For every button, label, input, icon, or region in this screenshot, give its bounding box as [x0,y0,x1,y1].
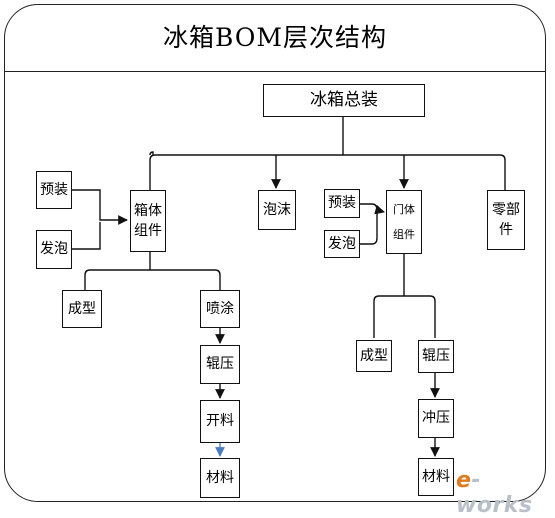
edge-fapao-left [72,222,101,250]
eworks-watermark-logo: e-works [456,468,555,518]
node-chengxing-right: 成型 [356,340,392,372]
edge-xiangti-bus [84,252,221,290]
diagram-title: 冰箱BOM层次结构 [163,23,387,52]
edge-menti-bus [373,254,436,338]
node-paomo: 泡沫 [258,190,296,230]
edge-yuzhuang-left [72,189,128,225]
node-gunya-left: 辊压 [200,345,240,384]
node-cailiao-left: 材料 [200,458,240,498]
node-chengxing-left: 成型 [62,290,102,328]
node-cailiao-right: 材料 [418,458,454,496]
node-lingbujian: 零部 件 [487,190,525,250]
edge-yuzhuang-right [360,203,385,215]
edge-fapao-right [360,212,378,245]
node-yuzhuang-left: 预装 [36,171,72,209]
node-root: 冰箱总装 [263,84,425,117]
diagram-frame [4,4,546,502]
node-fapao-left: 发泡 [36,230,72,269]
title-divider [4,71,546,72]
node-fapao-right: 发泡 [324,230,360,258]
node-gunya-right: 辊压 [418,340,454,373]
node-chongya: 冲压 [418,399,454,438]
node-yuzhuang-right: 预装 [324,189,360,218]
logo-e: e [456,468,472,493]
node-xiangti: 箱体 组件 [130,190,166,252]
edge-root-bus [149,151,506,190]
node-menti: 门体 组件 [386,190,422,254]
node-penu: 喷涂 [200,290,240,328]
node-kailiao: 开料 [200,400,240,443]
